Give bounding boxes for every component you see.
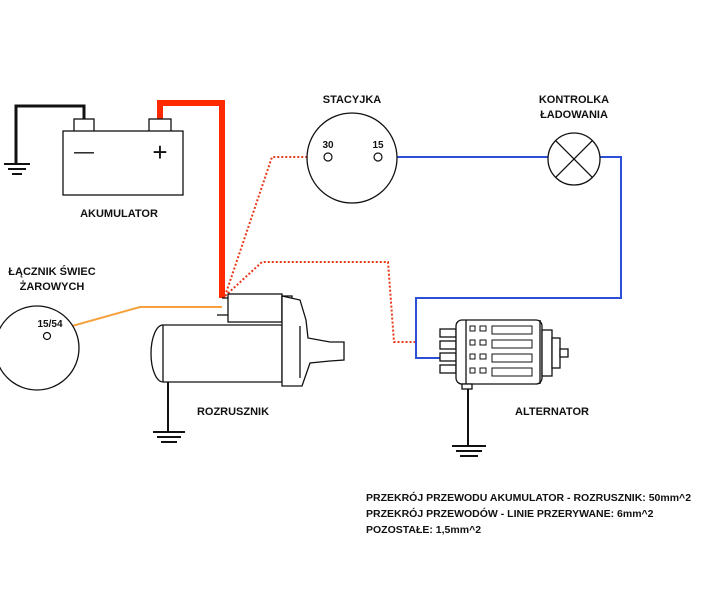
- note-main-cable: PRZEKRÓJ PRZEWODU AKUMULATOR - ROZRUSZNI…: [366, 491, 691, 504]
- battery-minus-sign: —: [74, 141, 94, 163]
- ground-symbol-alternator: [452, 386, 486, 457]
- glow-plug-switch: [0, 305, 80, 391]
- alternator-label: ALTERNATOR: [515, 406, 589, 418]
- charging-lamp: [547, 132, 601, 186]
- battery-ground-wire: [14, 104, 86, 164]
- charging-lamp-label-line1: KONTROLKA: [539, 94, 609, 106]
- starter-label: ROZRUSZNIK: [197, 406, 269, 418]
- ignition-terminal-30: [323, 152, 333, 162]
- starter-motor: [150, 293, 345, 387]
- lamp-to-alternator-wire: [415, 156, 622, 359]
- starter-to-alternator-wire: [224, 261, 415, 343]
- glowplug-to-starter-wire: [46, 306, 222, 334]
- battery-label: AKUMULATOR: [80, 208, 158, 220]
- ground-symbol-starter: [153, 376, 185, 443]
- alternator-vents: [469, 325, 533, 377]
- ignition-switch: [306, 112, 398, 204]
- charging-lamp-label-line2: ŁADOWANIA: [540, 109, 608, 121]
- note-other-wires: POZOSTAŁE: 1,5mm^2: [366, 524, 481, 536]
- ground-symbol-battery: [4, 163, 30, 175]
- ignition-terminal-15: [373, 152, 383, 162]
- note-dashed-lines: PRZEKRÓJ PRZEWODÓW - LINIE PRZERYWANE: 6…: [366, 507, 654, 520]
- ignition-terminal-30-label: 30: [322, 140, 334, 151]
- starter-to-ignition-wire: [224, 156, 325, 297]
- glow-plug-switch-label-line1: ŁĄCZNIK ŚWIEC: [8, 265, 95, 278]
- battery-plus-sign: +: [152, 137, 167, 167]
- ignition-terminal-15-label: 15: [372, 140, 384, 151]
- main-battery-starter-cable: [157, 100, 225, 298]
- glow-plug-terminal: [42, 331, 52, 341]
- glow-plug-terminal-label: 15/54: [37, 319, 62, 330]
- wires: [14, 100, 622, 359]
- glow-plug-switch-label-line2: ŻAROWYCH: [20, 280, 85, 293]
- battery: [62, 118, 184, 196]
- ignition-switch-label: STACYJKA: [323, 94, 382, 106]
